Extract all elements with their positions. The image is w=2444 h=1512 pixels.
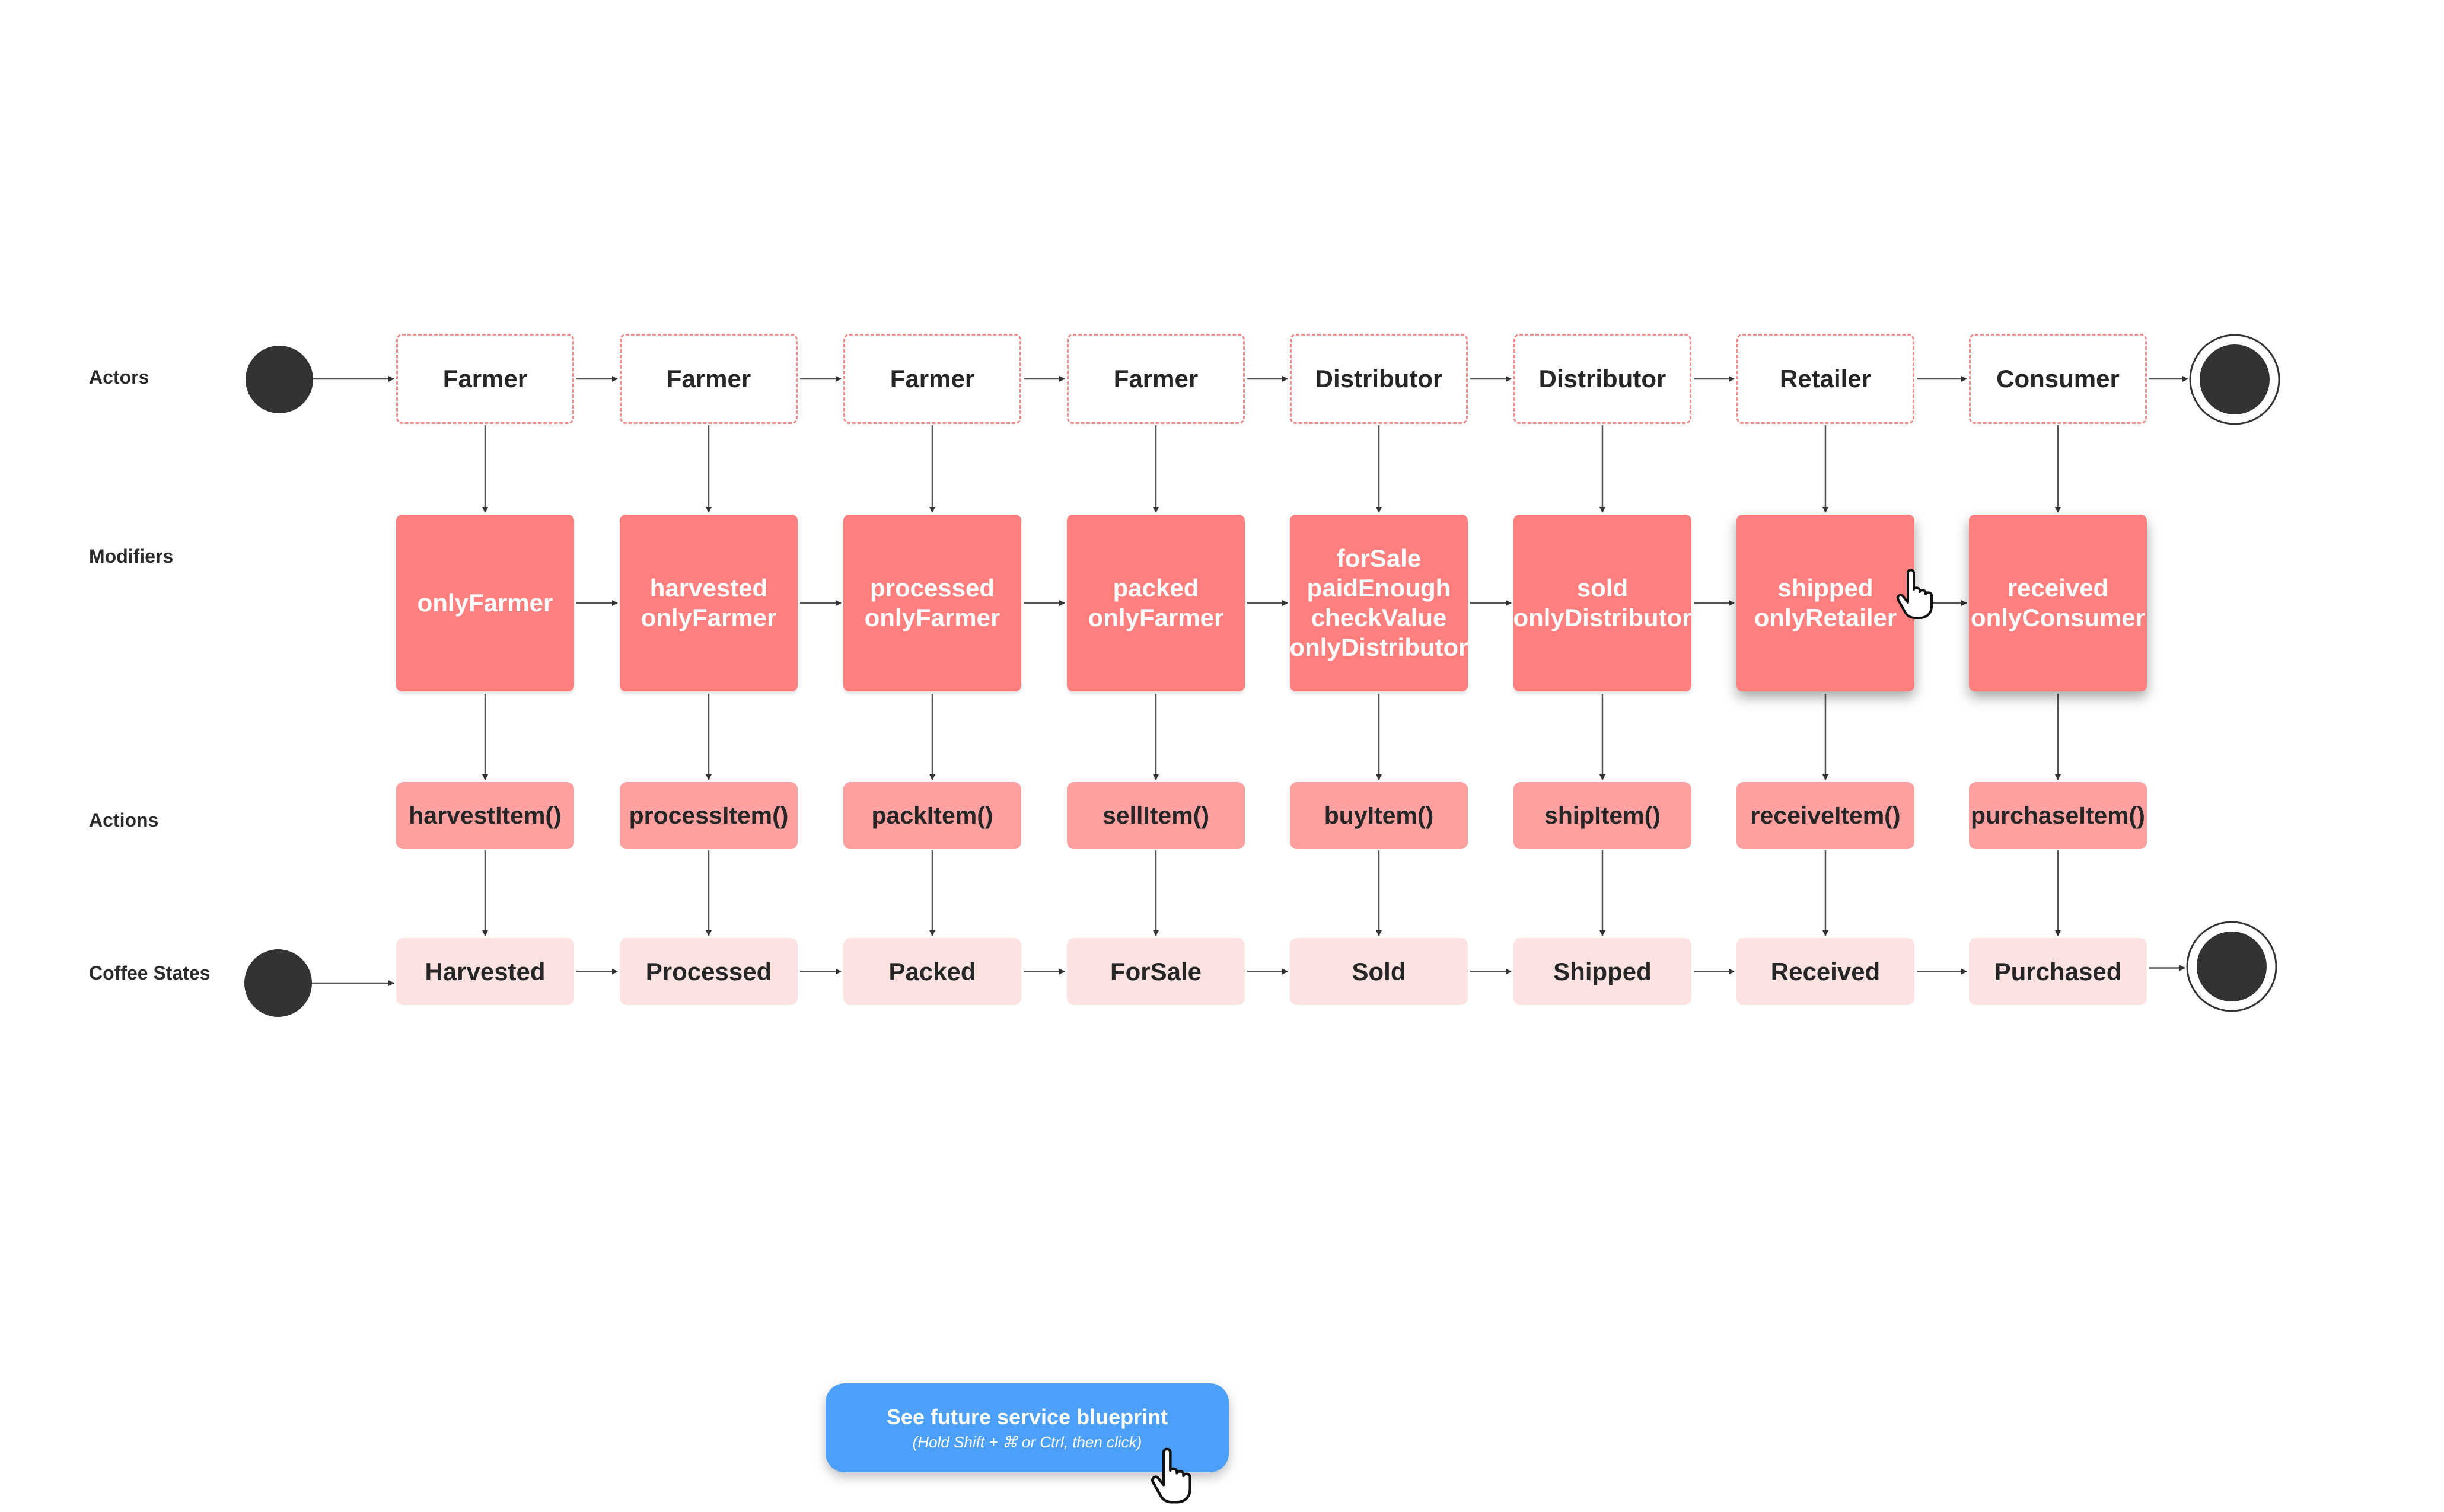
state-box-4[interactable]: ForSale bbox=[1067, 938, 1245, 1005]
state-box-7[interactable]: Received bbox=[1736, 938, 1914, 1005]
actor-box-label: Farmer bbox=[890, 365, 975, 393]
action-box-label: receiveItem() bbox=[1750, 802, 1901, 829]
action-box-7[interactable]: receiveItem() bbox=[1736, 782, 1914, 849]
modifier-line: processed bbox=[869, 574, 995, 602]
action-box-1[interactable]: harvestItem() bbox=[396, 782, 574, 849]
modifier-line: checkValue bbox=[1311, 604, 1447, 631]
modifier-line: received bbox=[2007, 574, 2109, 602]
actor-box-label: Farmer bbox=[442, 365, 528, 393]
action-box-8[interactable]: purchaseItem() bbox=[1969, 782, 2147, 849]
action-box-6[interactable]: shipItem() bbox=[1513, 782, 1691, 849]
modifier-box-1[interactable]: onlyFarmer bbox=[396, 515, 574, 691]
modifier-line: onlyFarmer bbox=[864, 604, 1000, 631]
state-box-label: Processed bbox=[645, 957, 772, 985]
row-label-modifiers: Modifiers bbox=[89, 546, 174, 567]
modifier-line: onlyDistributor bbox=[1513, 604, 1691, 631]
state-box-label: ForSale bbox=[1110, 957, 1202, 985]
row-label-actors: Actors bbox=[89, 366, 149, 388]
action-box-5[interactable]: buyItem() bbox=[1290, 782, 1468, 849]
state-box-6[interactable]: Shipped bbox=[1513, 938, 1691, 1005]
actor-box-label: Farmer bbox=[666, 365, 751, 393]
modifier-line: forSale bbox=[1336, 544, 1422, 572]
modifier-line: shipped bbox=[1777, 574, 1873, 602]
hand-pointer-icon bbox=[1897, 569, 1933, 619]
modifier-line: packed bbox=[1113, 574, 1199, 602]
actor-box-5[interactable]: Distributor bbox=[1290, 334, 1468, 424]
future-blueprint-hint: (Hold Shift + ⌘ or Ctrl, then click) bbox=[912, 1433, 1142, 1451]
state-box-3[interactable]: Packed bbox=[843, 938, 1021, 1005]
future-blueprint-title: See future service blueprint bbox=[886, 1404, 1168, 1429]
end-node-icon bbox=[2200, 344, 2270, 414]
state-box-2[interactable]: Processed bbox=[620, 938, 798, 1005]
actor-box-label: Distributor bbox=[1538, 365, 1666, 393]
modifier-line: onlyRetailer bbox=[1754, 604, 1897, 631]
modifier-line: paidEnough bbox=[1307, 574, 1451, 602]
modifier-line: harvested bbox=[649, 574, 768, 602]
modifier-line: onlyFarmer bbox=[1088, 604, 1224, 631]
actor-box-1[interactable]: Farmer bbox=[396, 334, 574, 424]
modifier-line: sold bbox=[1576, 574, 1629, 602]
state-box-label: Purchased bbox=[1994, 957, 2122, 985]
end-node-icon bbox=[2197, 932, 2267, 1001]
action-box-label: harvestItem() bbox=[409, 802, 562, 829]
actor-box-6[interactable]: Distributor bbox=[1513, 334, 1691, 424]
actor-box-label: Retailer bbox=[1779, 365, 1872, 393]
actor-box-8[interactable]: Consumer bbox=[1969, 334, 2147, 424]
action-box-3[interactable]: packItem() bbox=[843, 782, 1021, 849]
state-box-label: Packed bbox=[888, 957, 976, 985]
row-label-coffee-states: Coffee States bbox=[89, 962, 211, 984]
row-label-actions: Actions bbox=[89, 809, 159, 831]
state-box-label: Sold bbox=[1352, 957, 1406, 985]
modifier-line: onlyFarmer bbox=[417, 589, 553, 617]
action-box-label: buyItem() bbox=[1324, 802, 1434, 829]
actor-box-label: Consumer bbox=[1996, 365, 2120, 393]
action-box-label: shipItem() bbox=[1544, 802, 1661, 829]
start-node-icon bbox=[244, 949, 312, 1017]
modifier-line: onlyFarmer bbox=[641, 604, 777, 631]
action-box-label: processItem() bbox=[629, 802, 789, 829]
state-box-5[interactable]: Sold bbox=[1290, 938, 1468, 1005]
actor-box-3[interactable]: Farmer bbox=[843, 334, 1021, 424]
state-box-1[interactable]: Harvested bbox=[396, 938, 574, 1005]
actor-box-label: Farmer bbox=[1113, 365, 1199, 393]
actor-box-4[interactable]: Farmer bbox=[1067, 334, 1245, 424]
state-box-8[interactable]: Purchased bbox=[1969, 938, 2147, 1005]
action-box-label: sellItem() bbox=[1102, 802, 1209, 829]
start-node-icon bbox=[246, 346, 313, 413]
state-box-label: Received bbox=[1770, 957, 1881, 985]
state-box-label: Shipped bbox=[1553, 957, 1652, 985]
modifier-label: onlyFarmer bbox=[418, 588, 553, 618]
action-box-label: purchaseItem() bbox=[1971, 802, 2145, 829]
future-blueprint-button[interactable]: See future service blueprint (Hold Shift… bbox=[826, 1383, 1229, 1472]
hand-pointer-icon bbox=[1151, 1447, 1191, 1504]
state-box-label: Harvested bbox=[425, 957, 546, 985]
actor-box-label: Distributor bbox=[1315, 365, 1443, 393]
modifier-line: onlyConsumer bbox=[1970, 604, 2146, 631]
action-box-2[interactable]: processItem() bbox=[620, 782, 798, 849]
actor-box-2[interactable]: Farmer bbox=[620, 334, 798, 424]
modifier-line: onlyDistributor bbox=[1290, 633, 1468, 661]
action-box-4[interactable]: sellItem() bbox=[1067, 782, 1245, 849]
action-box-label: packItem() bbox=[871, 802, 993, 829]
actor-box-7[interactable]: Retailer bbox=[1736, 334, 1914, 424]
